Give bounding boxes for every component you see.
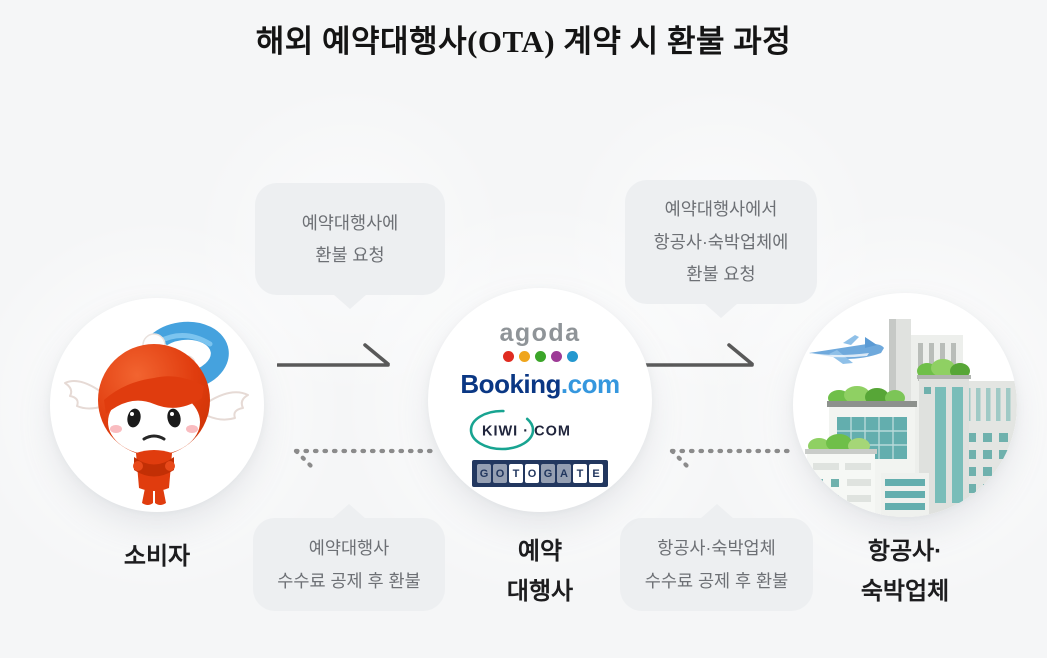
bubble-request-to-suppliers: 예약대행사에서 항공사·숙박업체에 환불 요청 [625, 180, 817, 304]
agoda-wordmark: agoda [499, 319, 581, 347]
booking-wordmark-suffix: .com [560, 369, 620, 399]
booking-logo: Booking.com [460, 369, 620, 400]
mascot-wings-icon [64, 380, 249, 421]
arrow-dotted-refund-to-consumer [288, 444, 435, 473]
agoda-dots-icon [502, 351, 578, 362]
label-agency: 예약 대행사 [470, 532, 610, 612]
node-suppliers [793, 293, 1017, 517]
bubble-line: 수수료 공제 후 환불 [644, 570, 789, 591]
agoda-logo: agoda [499, 319, 580, 362]
label-suppliers: 항공사· 숙박업체 [835, 532, 975, 612]
bubble-request-to-agency: 예약대행사에 환불 요청 [255, 183, 445, 295]
building-front-left [805, 434, 877, 517]
kiwi-arc-icon [469, 409, 535, 451]
gotogate-letter: T [509, 464, 523, 483]
mascot-frown [142, 434, 166, 441]
gotogate-letter: O [525, 464, 539, 483]
label-line: 소비자 [123, 543, 191, 570]
gotogate-letter: G [541, 464, 555, 483]
bubble-line: 항공사·숙박업체에 [653, 231, 789, 252]
booking-wordmark-prefix: Booking [460, 369, 561, 399]
node-agency: agoda Booking.com KIWI · COM G O T [428, 288, 652, 512]
kiwi-wordmark: KIWI · COM [482, 424, 571, 440]
bubble-refund-from-suppliers: 항공사·숙박업체 수수료 공제 후 환불 [620, 518, 813, 611]
gotogate-logo: G O T O G A T E [472, 460, 608, 487]
ota-logo-stack: agoda Booking.com KIWI · COM G O T [460, 313, 620, 487]
bubble-line: 예약대행사에 [301, 212, 399, 233]
gotogate-letter: G [477, 464, 491, 483]
building-far-right [961, 381, 1017, 517]
gotogate-letter: T [573, 464, 587, 483]
arrow-solid-consumer-to-agency [277, 342, 393, 369]
bubble-line: 예약대행사 [308, 538, 390, 559]
bubble-line: 수수료 공제 후 환불 [277, 570, 421, 591]
consumer-mascot-illustration [64, 321, 249, 505]
bubble-refund-from-agency: 예약대행사 수수료 공제 후 환불 [253, 518, 445, 611]
label-line: 대행사 [506, 578, 574, 605]
mascot-eyes [127, 408, 181, 428]
airplane-icon [809, 335, 884, 364]
page-title: 해외 예약대행사(OTA) 계약 시 환불 과정 [255, 24, 792, 59]
kiwi-logo: KIWI · COM [469, 409, 571, 451]
label-line: 항공사· [867, 538, 943, 565]
label-consumer: 소비자 [87, 537, 227, 577]
arrow-dotted-refund-to-agency [664, 444, 796, 473]
label-line: 숙박업체 [860, 578, 950, 605]
bubble-line: 환불 요청 [686, 264, 756, 285]
arrow-solid-agency-to-suppliers [645, 342, 757, 369]
label-line: 예약 [517, 538, 563, 565]
gotogate-letter: A [557, 464, 571, 483]
gotogate-letter: E [589, 464, 603, 483]
gotogate-letter: O [493, 464, 507, 483]
buildings-illustration [805, 319, 1017, 517]
node-consumer [50, 298, 264, 512]
bubble-line: 환불 요청 [315, 245, 385, 265]
bubble-line: 예약대행사에서 [664, 199, 778, 220]
mascot-body [133, 450, 175, 505]
bubble-line: 항공사·숙박업체 [657, 538, 776, 559]
